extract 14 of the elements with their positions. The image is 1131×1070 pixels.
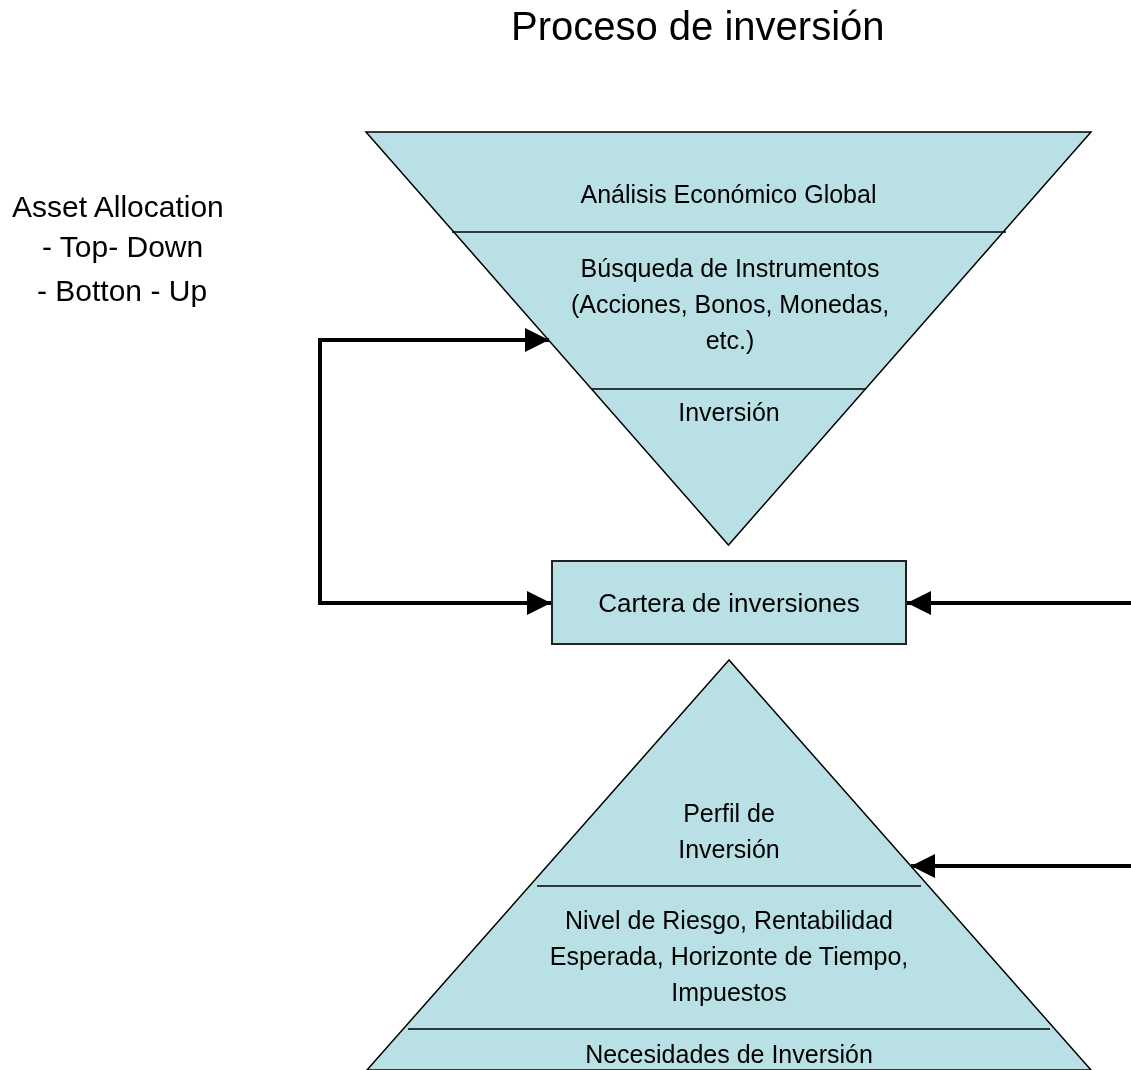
diagram-title: Proceso de inversión (511, 4, 885, 49)
arrow (911, 854, 1131, 878)
section-text: Inversión (629, 394, 829, 430)
section-text: Búsqueda de Instrumentos (Acciones, Bonos, Monedas, etc.) (545, 250, 915, 360)
process-box: Cartera de inversiones (551, 560, 907, 645)
arrow (907, 591, 1131, 615)
section-text: Necesidades de Inversión (549, 1036, 909, 1070)
arrow (318, 328, 551, 615)
annotation-text: - Top- Down (42, 230, 204, 264)
section-text: Nivel de Riesgo, Rentabilidad Esperada, Horizonte de Tiempo, Impuestos (509, 902, 949, 1010)
annotation-text: Asset Allocation (12, 190, 224, 224)
annotation-text: - Botton - Up (37, 274, 208, 308)
section-text: Perfil de Inversión (629, 795, 829, 867)
section-text: Análisis Económico Global (466, 176, 991, 216)
